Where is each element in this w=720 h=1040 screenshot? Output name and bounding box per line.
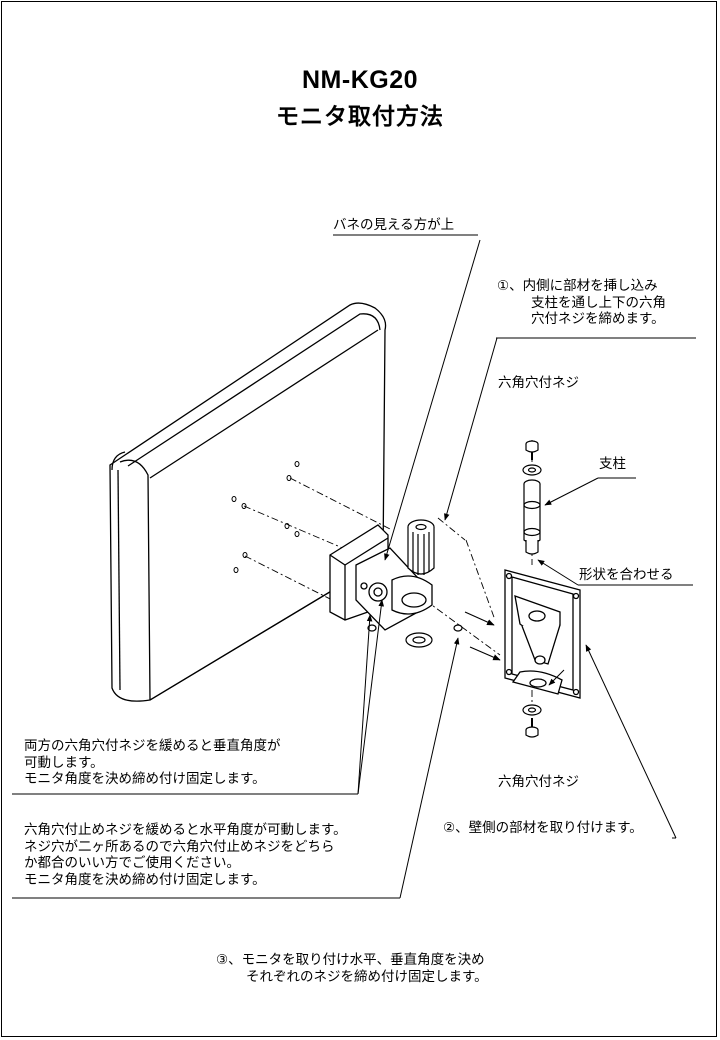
note-step1: ①、内側に部材を挿し込み 支柱を通し上下の六角 穴付ネジを締めます。 — [497, 278, 666, 328]
top-hex-screw — [525, 440, 539, 460]
note-vertical-angle: 両方の六角穴付ネジを緩めると垂直角度が 可動します。 モニタ角度を決め締め付け固… — [24, 738, 281, 788]
label-hex-screw-top: 六角穴付ネジ — [498, 375, 579, 391]
support-post — [523, 479, 541, 555]
model-number: NM-KG20 — [301, 66, 418, 94]
spring-knob — [407, 519, 435, 575]
note-step3-line1: ③、モニタを取り付け水平、垂直角度を決め — [216, 952, 485, 968]
note-vertical-line1: 両方の六角穴付ネジを緩めると垂直角度が — [24, 738, 281, 754]
label-post: 支柱 — [599, 456, 626, 472]
note-step1-line2: 支柱を通し上下の六角 — [531, 294, 666, 311]
monitor-panel — [109, 302, 387, 702]
bottom-hex-screw — [525, 718, 539, 738]
note-step1-line3: 穴付ネジを締めます。 — [531, 311, 665, 327]
set-screw — [453, 624, 463, 632]
note-horizontal-line2: ネジ穴が二ヶ所あるので六角穴付止めネジをどちら — [24, 838, 335, 855]
label-spring-side: バネの見える方が上 — [333, 217, 455, 233]
note-step3: ③、モニタを取り付け水平、垂直角度を決め それぞれのネジを締め付け固定します。 — [216, 952, 488, 985]
note-horizontal-line4: モニタ角度を決め締め付け固定します。 — [24, 871, 266, 888]
note-horizontal-line3: か都合のいい方でご使用ください。 — [24, 855, 240, 871]
page-title: モニタ取付方法 — [276, 103, 444, 129]
note-vertical-line3: モニタ角度を決め締め付け固定します。 — [24, 771, 266, 787]
label-hex-screw-bottom: 六角穴付ネジ — [498, 774, 579, 790]
bracket-washer — [405, 632, 433, 648]
label-match-shape: 形状を合わせる — [579, 567, 674, 583]
monitor-bracket — [329, 524, 433, 632]
note-horizontal-line1: 六角穴付止めネジを緩めると水平角度が可動します。 — [24, 822, 347, 838]
note-step3-line2: それぞれのネジを締め付け固定します。 — [246, 968, 488, 985]
bottom-washer — [522, 704, 542, 716]
note-horizontal-angle: 六角穴付止めネジを緩めると水平角度が可動します。 ネジ穴が二ヶ所あるので六角穴付… — [24, 822, 347, 888]
note-vertical-line2: 可動します。 — [24, 754, 104, 771]
top-washer — [522, 464, 542, 476]
note-step2: ②、壁側の部材を取り付けます。 — [443, 820, 643, 836]
note-step1-line1: ①、内側に部材を挿し込み — [497, 278, 658, 294]
wall-plate — [504, 569, 581, 699]
